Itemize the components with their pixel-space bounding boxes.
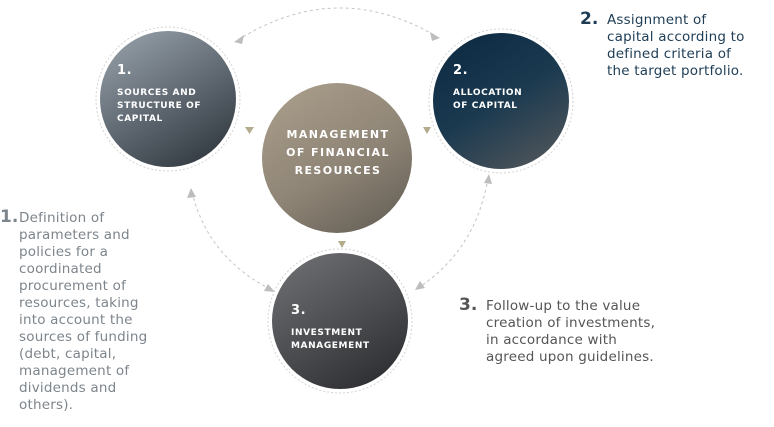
description-3-text: Follow-up to the value creation of inves…	[486, 298, 656, 365]
arrowhead-right-down	[415, 281, 425, 290]
circle-1-text: 1. SOURCES AND STRUCTURE OF CAPITAL	[117, 63, 201, 126]
circle-3-label: INVESTMENT MANAGEMENT	[291, 328, 370, 351]
circle-sources-structure	[100, 31, 236, 167]
description-2: 2. Assignment of capital according to de…	[580, 9, 774, 80]
circle-2-text: 2. ALLOCATION OF CAPITAL	[453, 63, 522, 113]
description-1: 1. Definition of parameters and policies…	[0, 207, 190, 414]
circle-3-text: 3. INVESTMENT MANAGEMENT	[291, 303, 370, 353]
description-3: 3. Follow-up to the value creation of in…	[459, 295, 719, 366]
marker-left	[245, 127, 254, 134]
circle-2-label: ALLOCATION OF CAPITAL	[453, 88, 523, 111]
arrowhead-left-down	[264, 284, 275, 292]
description-1-number: 1.	[0, 207, 19, 227]
description-3-number: 3.	[459, 295, 478, 315]
arrowhead-top-left	[234, 35, 244, 44]
circle-2-number: 2.	[453, 63, 469, 78]
circle-1-label: SOURCES AND STRUCTURE OF CAPITAL	[117, 88, 202, 124]
circle-3-number: 3.	[291, 303, 307, 318]
circle-1-number: 1.	[117, 63, 133, 78]
connector-arc-left	[191, 191, 273, 291]
circle-investment	[272, 253, 408, 389]
marker-right	[423, 127, 431, 134]
arrowhead-left-up	[187, 188, 196, 198]
description-2-text: Assignment of capital according to defin…	[607, 12, 745, 79]
center-label: MANAGEMENT OF FINANCIAL RESOURCES	[286, 128, 390, 177]
circle-allocation	[433, 33, 569, 169]
connector-arc-right	[417, 177, 489, 289]
marker-bottom	[338, 241, 346, 248]
arrowhead-right-up	[484, 174, 492, 184]
circle-center	[262, 83, 412, 233]
arrowhead-top-right	[430, 32, 440, 41]
description-1-text: Definition of parameters and policies fo…	[19, 210, 148, 413]
connector-arc-top	[237, 7, 437, 41]
description-2-number: 2.	[580, 9, 599, 29]
